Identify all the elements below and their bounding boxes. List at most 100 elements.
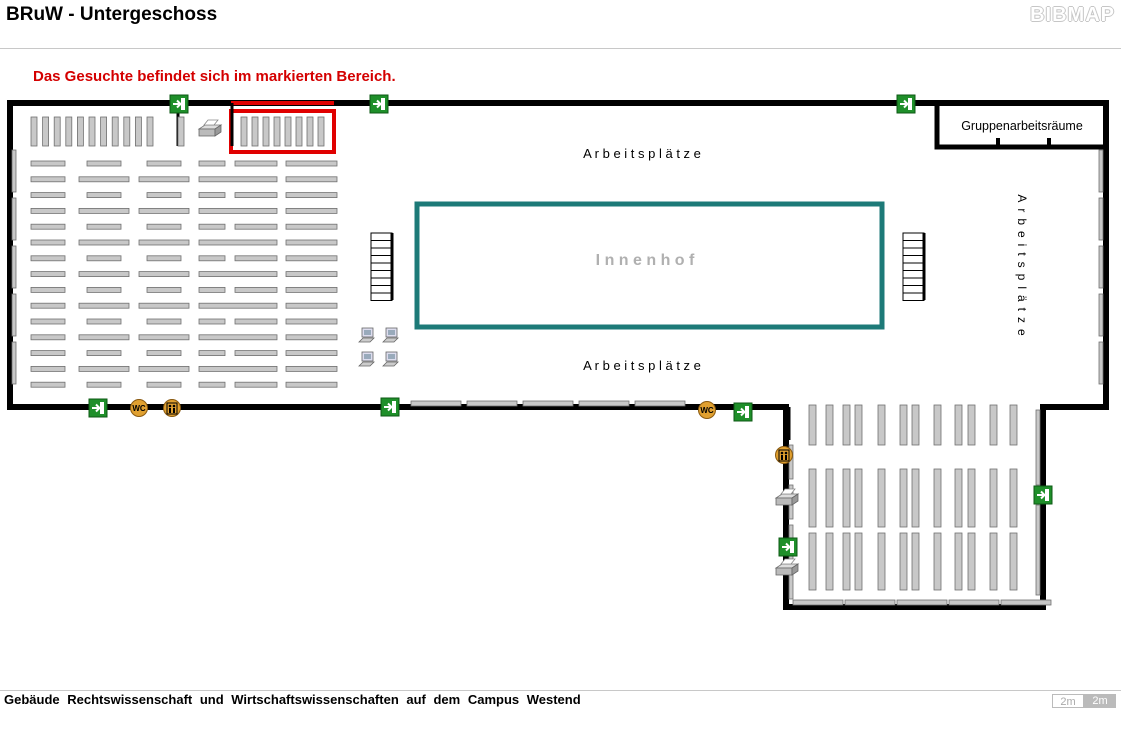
shelf-horizontal xyxy=(285,381,338,388)
shelf-horizontal xyxy=(138,176,190,183)
shelf-horizontal xyxy=(198,207,278,214)
shelf-horizontal xyxy=(198,334,278,341)
shelf-horizontal xyxy=(30,271,66,278)
shelf-vertical xyxy=(1009,404,1018,446)
shelf-horizontal xyxy=(138,207,190,214)
printer-icon[interactable] xyxy=(775,558,799,576)
shelf-wall xyxy=(11,149,17,193)
stair-step xyxy=(370,262,393,271)
shelf-vertical xyxy=(88,116,96,147)
shelf-vertical xyxy=(177,116,185,147)
shelf-vertical xyxy=(899,468,908,528)
shelf-vertical xyxy=(967,404,976,446)
shelf-horizontal xyxy=(198,255,226,262)
shelf-horizontal xyxy=(410,400,462,407)
shelf-horizontal xyxy=(578,400,630,407)
emergency-exit-icon xyxy=(778,537,798,557)
computer-icon[interactable] xyxy=(358,327,375,343)
computer-icon[interactable] xyxy=(382,327,399,343)
stair-step xyxy=(902,232,925,241)
stair-step xyxy=(902,262,925,271)
shelf-horizontal xyxy=(146,318,182,325)
shelf-wall xyxy=(1035,409,1041,486)
shelf-vertical xyxy=(42,116,49,147)
shelf-horizontal xyxy=(86,192,122,199)
shelf-horizontal xyxy=(285,350,338,357)
footer-divider xyxy=(0,690,1121,691)
shelf-horizontal xyxy=(285,192,338,199)
shelf-horizontal xyxy=(86,160,122,167)
shelf-horizontal xyxy=(198,271,278,278)
shelf-horizontal xyxy=(198,365,278,372)
stair-step xyxy=(902,285,925,294)
elevator-icon[interactable] xyxy=(163,399,181,417)
scale-bar: 2m 2m xyxy=(1052,694,1116,708)
shelf-horizontal xyxy=(30,302,66,309)
stair-step xyxy=(370,270,393,279)
label-courtyard: I n n e n h o f xyxy=(596,252,695,269)
stair-step xyxy=(370,285,393,294)
shelf-wall xyxy=(11,293,17,337)
shelf-vertical xyxy=(30,116,38,147)
shelf-vertical xyxy=(854,532,863,591)
shelf-horizontal xyxy=(78,239,130,246)
shelf-vertical xyxy=(1009,468,1018,528)
shelf-vertical-highlighted xyxy=(295,116,303,147)
stair-step xyxy=(902,277,925,286)
shelf-horizontal xyxy=(146,286,182,293)
shelf-horizontal xyxy=(466,400,518,407)
shelf-vertical xyxy=(808,532,817,591)
shelf-vertical xyxy=(808,404,817,446)
shelf-vertical xyxy=(899,404,908,446)
wc-icon[interactable] xyxy=(130,399,148,417)
stair-step xyxy=(902,292,925,301)
emergency-exit-icon xyxy=(1033,485,1053,505)
shelf-vertical-highlighted xyxy=(262,116,270,147)
wc-icon[interactable] xyxy=(698,401,716,419)
printer-icon[interactable] xyxy=(198,119,222,137)
shelf-horizontal xyxy=(285,365,338,372)
shelf-vertical-highlighted xyxy=(284,116,292,147)
courtyard xyxy=(414,201,885,330)
elevator-icon[interactable] xyxy=(775,446,793,464)
emergency-exit-icon xyxy=(733,402,753,422)
shelf-vertical xyxy=(877,468,886,528)
shelf-horizontal xyxy=(78,334,130,341)
shelf-horizontal xyxy=(86,381,122,388)
shelf-vertical-highlighted xyxy=(306,116,314,147)
shelf-horizontal xyxy=(30,192,66,199)
shelf-horizontal xyxy=(30,239,66,246)
emergency-exit-icon xyxy=(88,398,108,418)
shelf-group xyxy=(11,116,1104,606)
shelf-horizontal xyxy=(86,255,122,262)
shelf-horizontal xyxy=(30,286,66,293)
shelf-horizontal xyxy=(285,318,338,325)
shelf-horizontal xyxy=(285,286,338,293)
shelf-vertical xyxy=(911,404,920,446)
shelf-vertical xyxy=(842,404,851,446)
shelf-horizontal xyxy=(285,207,338,214)
shelf-horizontal xyxy=(285,223,338,230)
shelf-vertical xyxy=(954,468,963,528)
stair-step xyxy=(370,277,393,286)
shelf-horizontal xyxy=(146,255,182,262)
shelf-wall xyxy=(1098,293,1104,337)
shelf-wall xyxy=(1035,504,1041,596)
shelf-horizontal xyxy=(1000,599,1052,606)
shelf-horizontal xyxy=(78,302,130,309)
shelf-horizontal xyxy=(30,160,66,167)
shelf-horizontal xyxy=(285,160,338,167)
shelf-horizontal xyxy=(146,381,182,388)
computer-icon[interactable] xyxy=(382,351,399,367)
shelf-vertical xyxy=(989,468,998,528)
shelf-horizontal xyxy=(234,160,278,167)
computer-icon[interactable] xyxy=(358,351,375,367)
shelf-vertical xyxy=(825,532,834,591)
shelf-vertical xyxy=(825,468,834,528)
stair-step xyxy=(370,247,393,256)
shelf-vertical xyxy=(854,468,863,528)
shelf-vertical xyxy=(1009,532,1018,591)
printer-icon[interactable] xyxy=(775,488,799,506)
shelf-wall xyxy=(11,341,17,385)
